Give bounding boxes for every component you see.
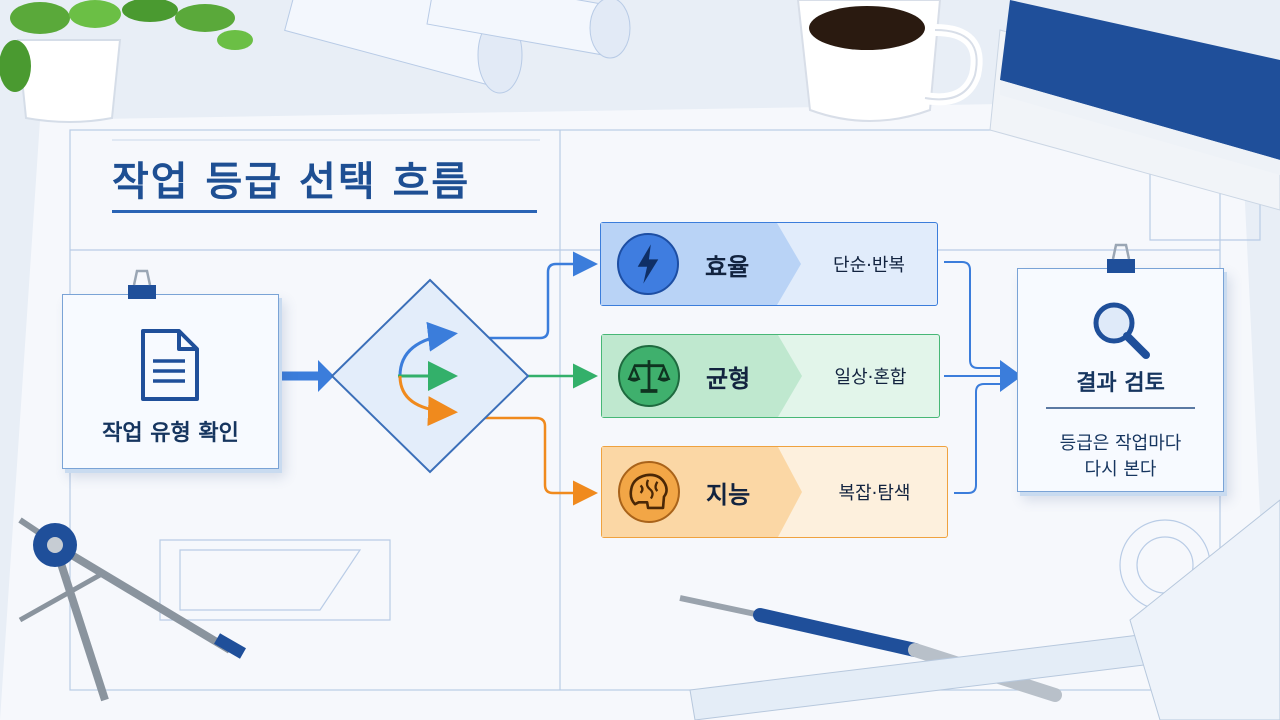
plant — [0, 0, 253, 123]
brain-icon — [618, 461, 680, 523]
coffee-cup — [796, 0, 983, 122]
drafting-compass — [18, 517, 246, 702]
connectors — [278, 251, 1022, 506]
binder-clip-icon — [128, 269, 156, 299]
document-icon — [141, 329, 199, 401]
binder-clip-icon — [1107, 243, 1135, 273]
books — [989, 0, 1280, 211]
title-underline — [112, 210, 537, 213]
result-text-line1: 등급은 작업마다 — [1059, 433, 1182, 454]
branch-arrows-icon — [398, 321, 458, 427]
rulers — [689, 499, 1280, 720]
tier-desc: 일상·혼합 — [834, 367, 907, 388]
tier-balanced: 균형 일상·혼합 — [601, 334, 940, 418]
result-text-line2: 다시 본다 — [1084, 459, 1157, 480]
result-node: 결과 검토 등급은 작업마다 다시 본다 — [1017, 243, 1224, 492]
tier-intelligence: 지능 복잡·탐색 — [601, 446, 948, 538]
magnifier-icon — [1093, 302, 1150, 359]
start-node: 작업 유형 확인 — [62, 269, 279, 469]
lightning-icon — [617, 233, 679, 295]
rolled-blueprints — [284, 0, 631, 94]
page-title: 작업 등급 선택 흐름 — [112, 159, 471, 205]
tier-name: 균형 — [706, 364, 751, 393]
result-label: 결과 검토 — [1076, 371, 1165, 396]
tier-name: 효율 — [705, 252, 750, 281]
tier-desc: 복잡·탐색 — [838, 483, 911, 504]
decision-diamond — [330, 278, 530, 474]
scales-icon — [618, 345, 680, 407]
tier-efficiency: 효율 단순·반복 — [600, 222, 938, 306]
tier-name: 지능 — [706, 480, 751, 509]
result-divider — [1046, 407, 1195, 409]
start-label: 작업 유형 확인 — [102, 421, 239, 446]
tier-desc: 단순·반복 — [833, 255, 905, 276]
